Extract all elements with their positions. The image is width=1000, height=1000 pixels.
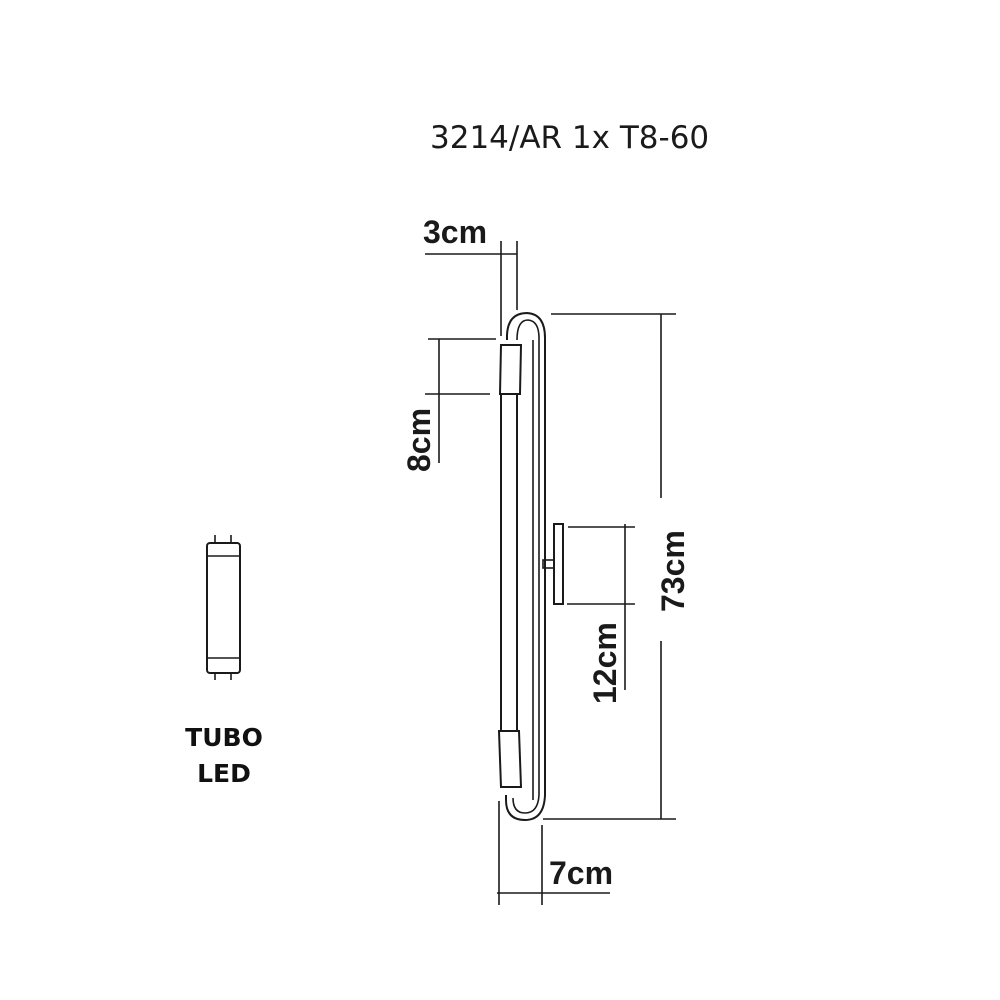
- dim-label-depth: 3cm: [423, 214, 487, 250]
- end-cap-top: [498, 344, 523, 395]
- dim-label-width: 7cm: [549, 855, 613, 891]
- wall-mount-arm: [542, 559, 555, 569]
- frame-outer: [505, 311, 546, 822]
- dimension-12cm: 12cm: [567, 524, 635, 704]
- dim-label-endcap: 8cm: [401, 408, 437, 472]
- dim-label-mount: 12cm: [587, 622, 623, 704]
- product-title: 3214/AR 1x T8-60: [430, 120, 709, 156]
- led-tube-icon: [206, 535, 241, 680]
- dim-label-height: 73cm: [655, 530, 691, 612]
- end-cap-bottom: [497, 730, 523, 788]
- dimension-3cm: 3cm: [423, 214, 518, 336]
- dimension-8cm: 8cm: [401, 338, 496, 472]
- frame-inner: [512, 319, 540, 814]
- wall-mount-plate: [553, 523, 564, 605]
- legend-label-line1: TUBO: [185, 723, 263, 752]
- lamp-drawing: [497, 311, 564, 822]
- legend-label-line2: LED: [197, 759, 251, 788]
- dimension-7cm: 7cm: [497, 801, 613, 905]
- dimension-73cm: 73cm: [543, 313, 691, 820]
